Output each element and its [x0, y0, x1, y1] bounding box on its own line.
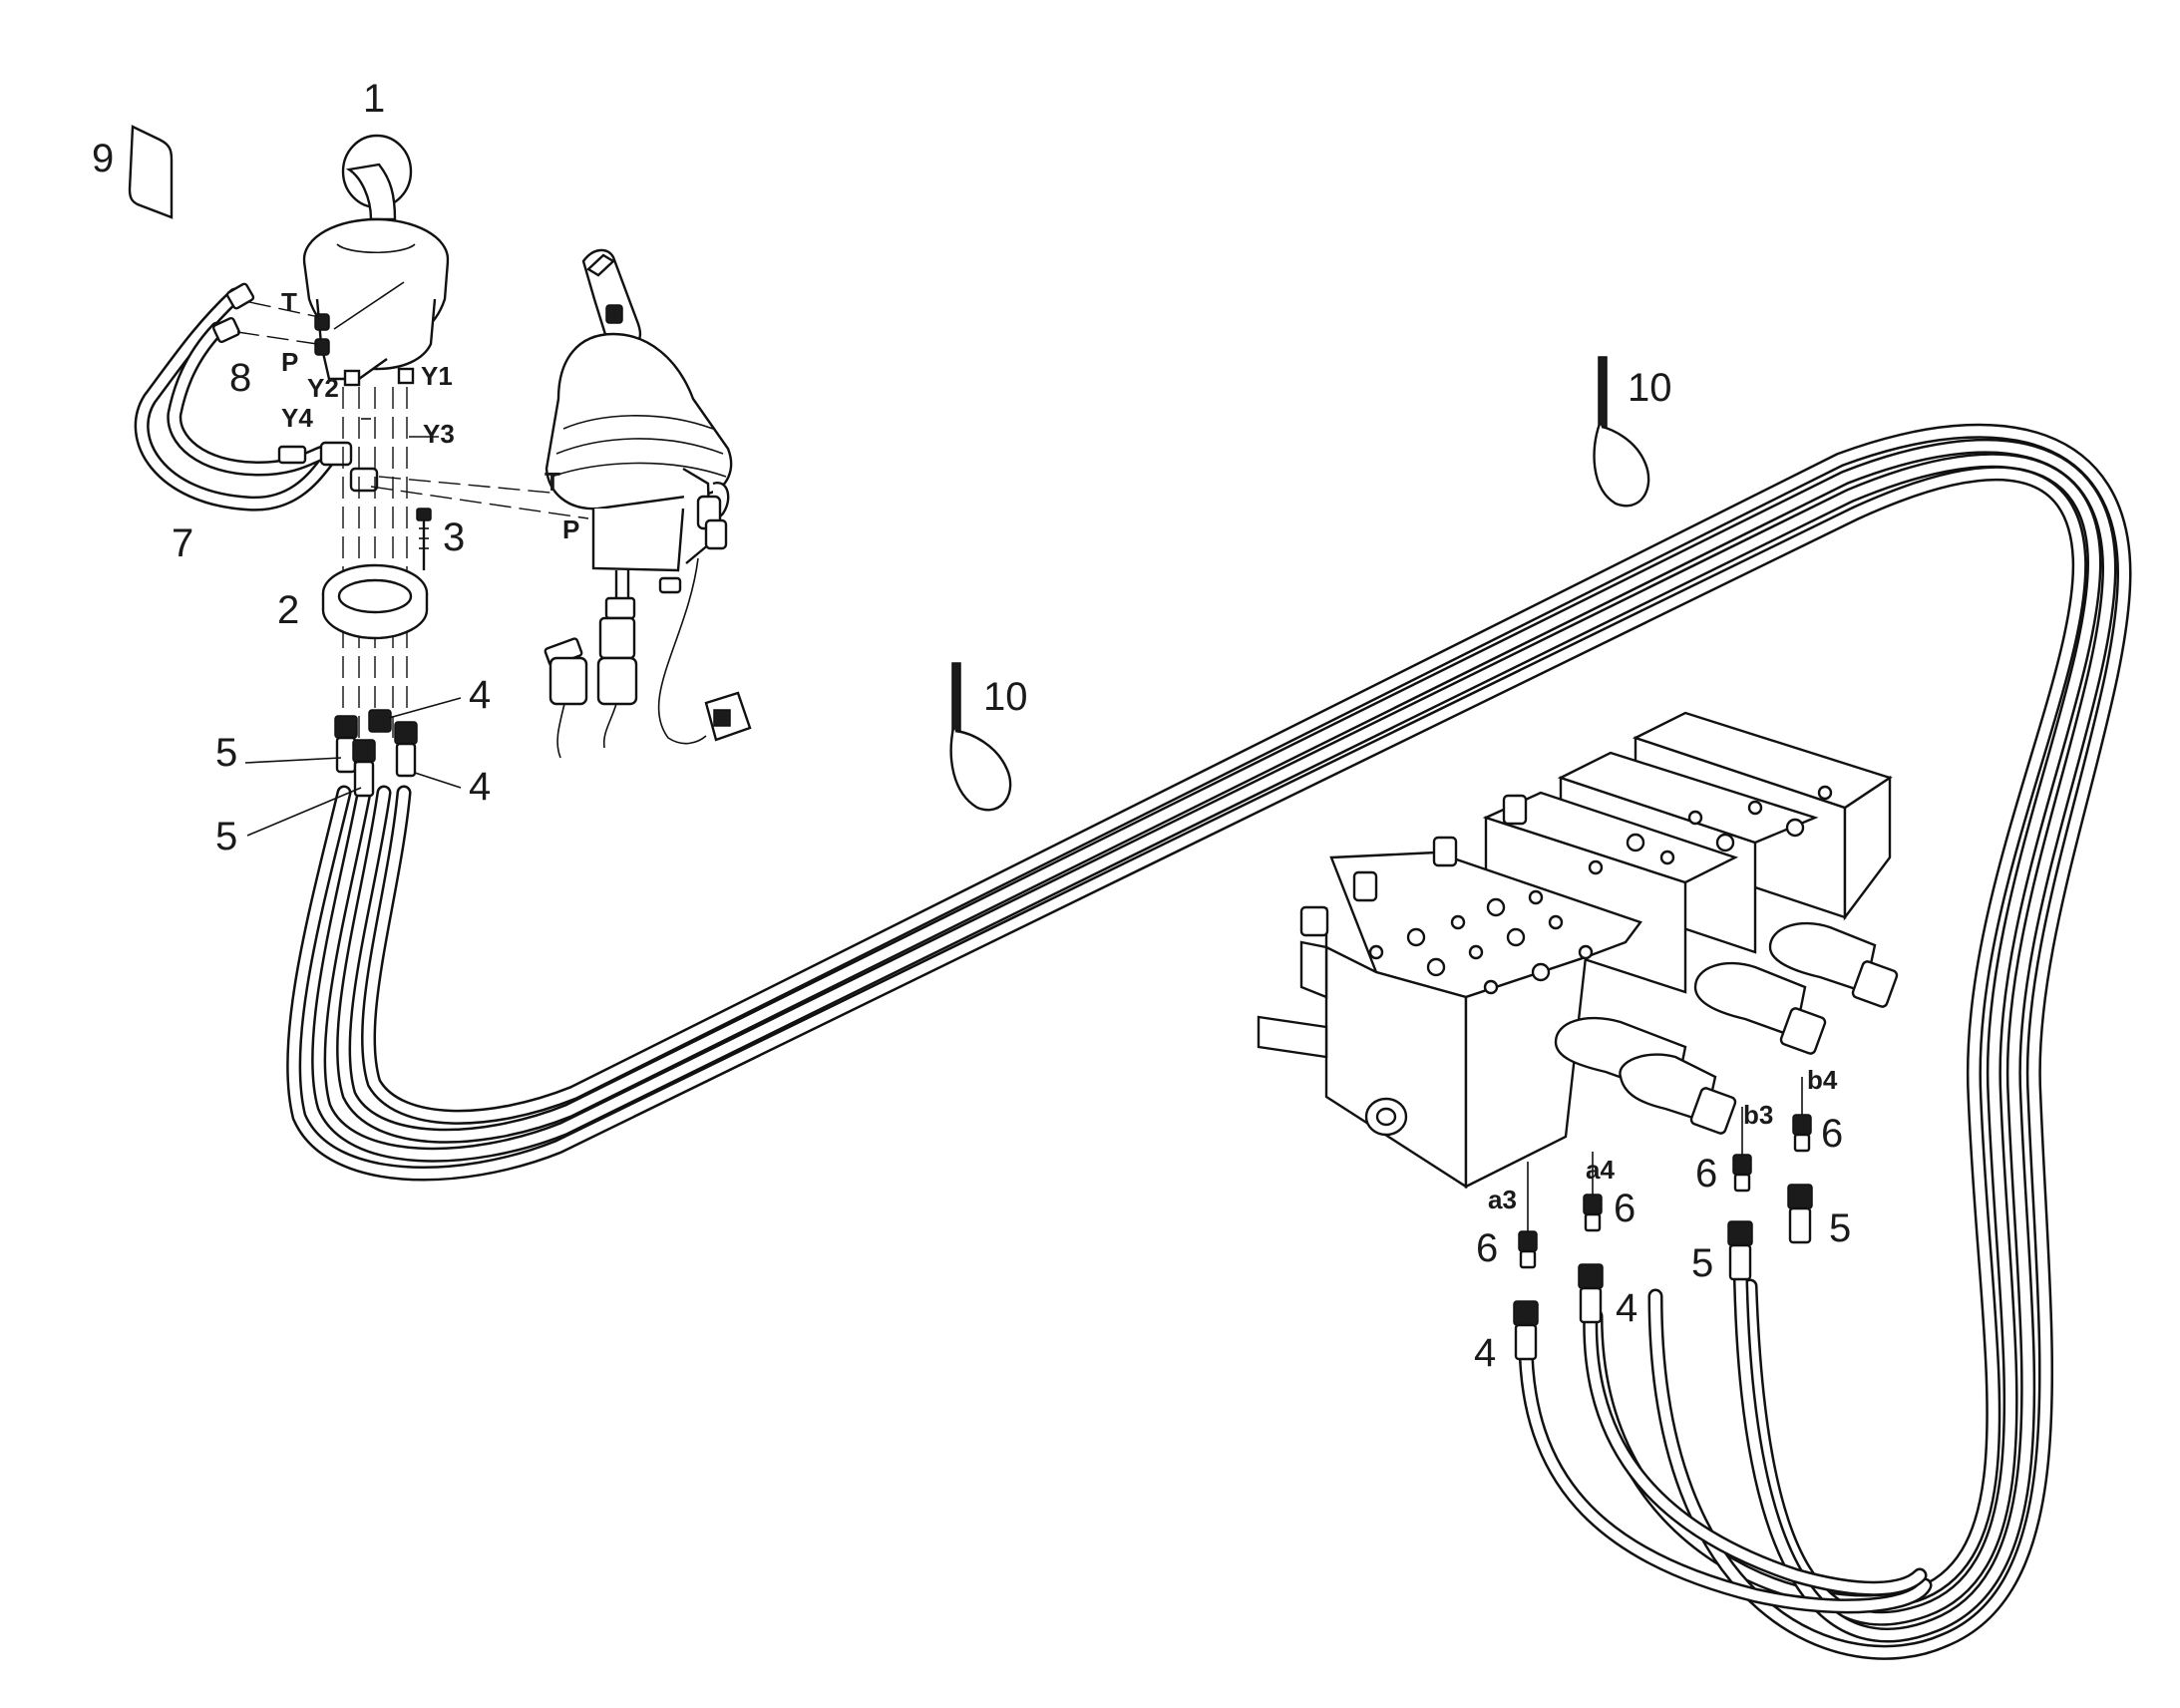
callout-8: 8 — [229, 356, 251, 400]
callout-1: 1 — [363, 77, 385, 121]
port-labels: T P Y1 Y2 Y3 Y4 T P a3 a4 b3 b4 — [281, 287, 1838, 1214]
control-valve-block — [1257, 711, 1899, 1190]
callout-3: 3 — [443, 515, 465, 559]
port-label-b4: b4 — [1807, 1065, 1838, 1095]
decal-plate — [128, 125, 174, 219]
mounting-ring — [321, 563, 429, 640]
callout-labels: 1 2 3 4 4 4 4 5 5 5 5 6 6 6 6 7 8 9 10 1… — [92, 77, 1851, 1375]
valve-top-holes — [1368, 785, 1833, 995]
assembly-leader-lines — [236, 301, 594, 738]
port-label-a4: a4 — [1586, 1155, 1615, 1185]
callout-6-valve-a3: 6 — [1476, 1226, 1498, 1270]
callout-5-lower-left: 5 — [215, 815, 237, 858]
valve-actuators — [1554, 921, 1899, 1135]
callout-4-upper-left: 4 — [469, 673, 491, 717]
callout-4-valve-a3: 4 — [1474, 1331, 1496, 1375]
joystick-assembly — [544, 248, 752, 759]
fittings-left — [334, 709, 418, 798]
callout-10-upper: 10 — [1628, 366, 1672, 410]
port-label-a3: a3 — [1488, 1185, 1517, 1214]
port-label-t-valve: T — [281, 287, 297, 317]
cable-tie-lower — [949, 662, 1012, 812]
callout-6-valve-b3: 6 — [1695, 1152, 1717, 1196]
callout-5-valve-b3: 5 — [1691, 1241, 1713, 1285]
callout-5-valve-b4: 5 — [1829, 1206, 1851, 1250]
pilot-hose-assembly — [134, 282, 379, 512]
port-label-p-joystick: P — [562, 514, 579, 544]
callout-4-lower-left: 4 — [469, 765, 491, 809]
hose-bundle — [286, 423, 2132, 1660]
pilot-control-valve-left — [302, 134, 450, 387]
port-label-t-joystick: T — [545, 467, 560, 497]
port-label-y1: Y1 — [421, 361, 453, 391]
mounting-screw — [416, 508, 432, 570]
port-label-b3: b3 — [1743, 1100, 1773, 1130]
callout-7: 7 — [172, 521, 193, 565]
port-label-y2: Y2 — [307, 373, 339, 403]
callout-5-upper-left: 5 — [215, 731, 237, 775]
callout-6-valve-b4: 6 — [1821, 1112, 1843, 1156]
port-label-p-valve: P — [281, 347, 298, 377]
cable-tie-upper — [1593, 356, 1650, 508]
port-label-y4: Y4 — [281, 403, 313, 433]
callout-10-lower: 10 — [983, 675, 1028, 719]
callout-6-valve-a4: 6 — [1614, 1187, 1635, 1230]
callout-9: 9 — [92, 137, 114, 180]
fittings-right — [1513, 1077, 1813, 1361]
callout-leaders — [244, 281, 462, 837]
callout-2: 2 — [277, 588, 299, 632]
callout-4-valve-a4: 4 — [1616, 1286, 1637, 1330]
port-label-y3: Y3 — [423, 419, 455, 449]
